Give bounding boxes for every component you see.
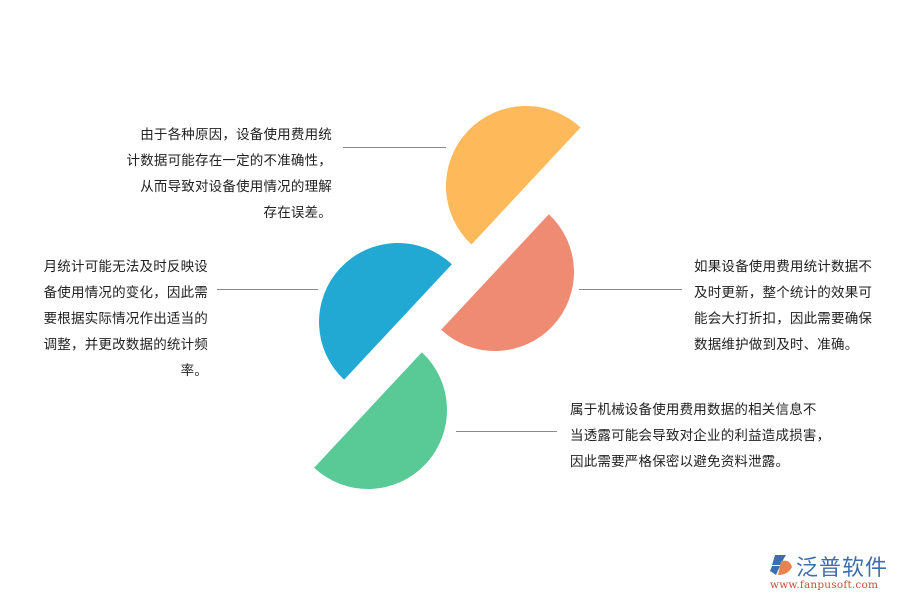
orange-half-disc [446, 106, 581, 245]
note-line: 存在误差。 [263, 205, 332, 221]
brand-logo: 泛普软件 www.fanpusoft.com [768, 551, 894, 595]
note-line: 月统计可能无法及时反映设 [43, 259, 208, 275]
connector-top-left [343, 147, 446, 148]
note-right: 如果设备使用费用统计数据不 及时更新，整个统计的效果可 能会大打折扣，因此需要确… [694, 254, 872, 358]
note-line: 从而导致对设备使用情况的理解 [140, 179, 332, 195]
connector-left [217, 289, 318, 290]
logo-url: www.fanpusoft.com [770, 579, 879, 591]
note-bottom-right: 属于机械设备使用费用数据的相关信息不 当透露可能会导致对企业的利益造成损害， 因… [570, 397, 830, 475]
connector-right [579, 289, 682, 290]
note-line: 调整，并更改数据的统计频 [43, 337, 208, 353]
note-line: 计数据可能存在一定的不准确性， [126, 153, 332, 169]
note-top-left: 由于各种原因，设备使用费用统 计数据可能存在一定的不准确性， 从而导致对设备使用… [127, 122, 333, 226]
note-line: 当透露可能会导致对企业的利益造成损害， [570, 428, 831, 444]
note-line: 如果设备使用费用统计数据不 [694, 259, 873, 275]
note-line: 及时更新，整个统计的效果可 [694, 285, 873, 301]
salmon-half-disc [441, 214, 574, 351]
green-half-disc [314, 352, 447, 489]
note-line: 因此需要严格保密以避免资料泄露。 [570, 454, 790, 470]
note-line: 由于各种原因，设备使用费用统 [140, 127, 332, 143]
connector-bottom-right [456, 431, 557, 432]
note-line: 备使用情况的变化，因此需 [43, 285, 208, 301]
blue-half-disc [319, 243, 452, 380]
logo-name: 泛普软件 [796, 556, 889, 581]
note-line: 数据维护做到及时、准确。 [694, 337, 859, 353]
note-line: 要根据实际情况作出适当的 [43, 311, 208, 327]
note-line: 率。 [180, 363, 208, 379]
note-left: 月统计可能无法及时反映设 备使用情况的变化，因此需 要根据实际情况作出适当的 调… [44, 254, 208, 384]
note-line: 能会大打折扣，因此需要确保 [694, 311, 873, 327]
fanpu-logo-icon [770, 555, 792, 575]
note-line: 属于机械设备使用费用数据的相关信息不 [570, 402, 817, 418]
